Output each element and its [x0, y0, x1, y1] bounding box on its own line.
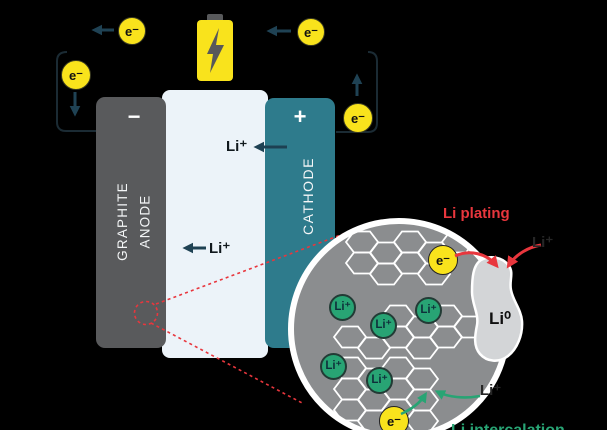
separator-electrolyte-block — [162, 90, 268, 358]
li-metal-blob — [470, 256, 524, 362]
anode-block — [96, 97, 166, 348]
graphite-hexagon — [404, 409, 440, 430]
battery-cap — [207, 14, 223, 22]
electron-badge: e⁻ — [61, 60, 91, 90]
li-ion-badge: Li⁺ — [366, 367, 393, 394]
electron-badge: e⁻ — [379, 406, 409, 430]
li-ion-flow-label-top: Li⁺ — [226, 138, 248, 155]
magnifier-guide-line-bottom — [150, 322, 305, 405]
li-ion-badge: Li⁺ — [329, 294, 356, 321]
electron-badge: e⁻ — [297, 18, 325, 46]
wire-right — [336, 51, 378, 133]
graphite-hexagon — [428, 325, 464, 349]
electron-badge: e⁻ — [118, 17, 146, 45]
cathode-terminal-plus: + — [293, 104, 307, 129]
intercalation-arrow-from-ion — [434, 390, 481, 400]
li-ion-label-plating: Li⁺ — [532, 234, 554, 251]
li-plating-arrow-from-ion — [506, 243, 542, 269]
lightning-bolt-icon — [207, 28, 224, 73]
li-ion-flow-label-bottom: Li⁺ — [209, 240, 231, 257]
graphite-hexagon — [416, 262, 452, 286]
li-plating-arrow-from-electron — [454, 251, 499, 269]
li-intercalation-label: Li intercalation — [451, 422, 565, 430]
intercalation-arrow-from-electron — [400, 391, 427, 416]
magnifier-guide-line-top — [155, 232, 347, 305]
li-ion-label-intercalation: Li⁺ — [480, 382, 502, 399]
li-ion-badge: Li⁺ — [415, 297, 442, 324]
wire-left — [56, 51, 99, 132]
battery-charger-icon — [197, 20, 233, 81]
li-ion-badge: Li⁺ — [320, 353, 347, 380]
magnifier-dashed-circle — [133, 300, 159, 326]
anode-terminal-minus: − — [127, 104, 141, 129]
li-ion-badge: Li⁺ — [370, 312, 397, 339]
li-metal-label: Li⁰ — [489, 309, 511, 328]
electron-badge: e⁻ — [343, 103, 373, 133]
electron-badge: e⁻ — [428, 245, 458, 275]
li-plating-label: Li plating — [443, 205, 510, 222]
